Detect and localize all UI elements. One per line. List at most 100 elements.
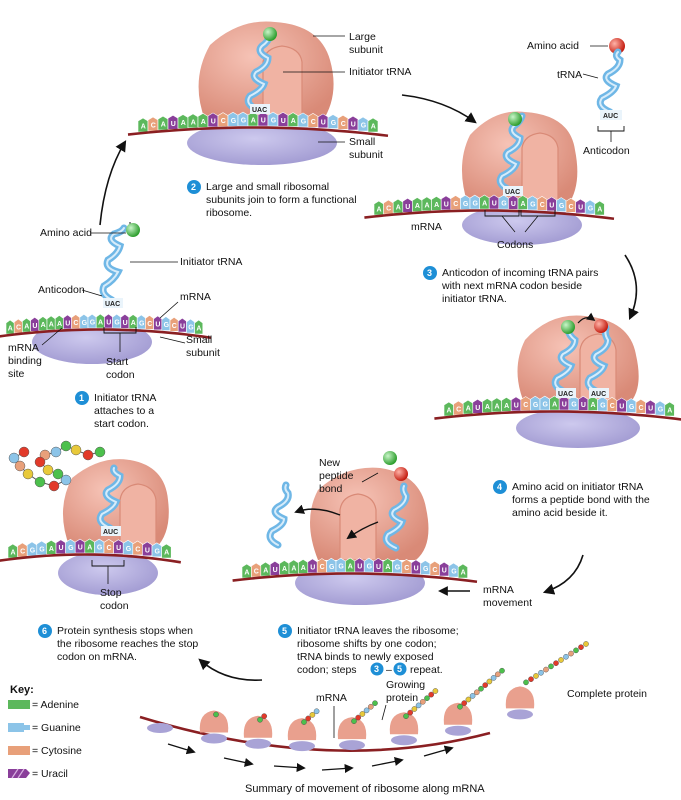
summary-small-subunit <box>391 735 417 746</box>
nucleotide-letter: A <box>291 565 296 572</box>
nucleotide-base <box>664 401 675 417</box>
nucleotide-base <box>103 538 114 554</box>
nucleotide-letter: U <box>475 405 480 412</box>
nucleotide-letter: A <box>49 546 54 553</box>
nucleotide-letter: G <box>139 320 145 327</box>
step4-badge: 4 <box>493 480 507 494</box>
nucleotide-letter: A <box>434 202 439 209</box>
amino-acid-sphere <box>563 653 569 660</box>
amino-acid-sphere <box>94 446 106 458</box>
nucleotide-base <box>151 542 162 558</box>
amino-acid-sphere <box>48 480 60 492</box>
arrow-step1-to-step2 <box>99 140 127 226</box>
nucleotide-base <box>104 313 113 329</box>
summary-large-subunit <box>199 710 229 733</box>
mrna-backbone <box>232 572 478 584</box>
summary-arrow <box>423 745 454 757</box>
amino-acid-sphere <box>14 460 26 472</box>
nucleotide-letter: C <box>135 546 140 553</box>
nucleotide-letter: C <box>453 201 458 208</box>
nucleotide-letter: C <box>151 123 156 130</box>
svg-text:5: 5 <box>282 626 287 636</box>
nucleotide-base <box>169 316 179 332</box>
nucleotide-letter: U <box>442 568 447 575</box>
initiator-trna: UAC <box>99 224 128 308</box>
nucleotide-letter: A <box>495 403 500 410</box>
nucleotide-letter: U <box>145 547 150 554</box>
nucleotide-base <box>448 562 459 578</box>
summary-small-subunit <box>289 741 315 752</box>
nucleotide-letter: C <box>569 204 574 211</box>
amino-acid-sphere <box>553 660 559 666</box>
nucleotide-letter: A <box>504 403 509 410</box>
summary-large-subunit <box>287 718 317 741</box>
amino-acid-sphere <box>419 698 426 705</box>
nucleotide-letter: A <box>141 124 146 131</box>
nucleotide-letter: G <box>30 547 36 554</box>
summary-mrna-strand <box>139 715 491 752</box>
nucleotide-letter: A <box>282 566 287 573</box>
text-line: Stop <box>100 587 122 599</box>
nucleotide-letter: A <box>385 564 390 571</box>
nucleotide-base <box>626 398 637 413</box>
nucleotide-base <box>539 395 550 411</box>
text-line: forms a peptide bond with the <box>512 494 650 506</box>
text-line: start codon. <box>94 418 149 430</box>
nucleotide-base <box>363 557 374 573</box>
nucleotide-base <box>556 197 567 212</box>
nucleotide-letter: A <box>377 207 382 214</box>
amino-acid-sphere <box>494 671 501 678</box>
amino-acid-sphere <box>257 716 263 723</box>
nucleotide-letter: A <box>131 320 136 327</box>
nucleotide-base <box>354 557 365 573</box>
nucleotide-letter: A <box>181 120 186 127</box>
nucleotide-letter: G <box>155 548 161 555</box>
amino-acid-sphere <box>415 702 422 709</box>
small-subunit <box>516 408 640 448</box>
nucleotide-letter: A <box>161 122 166 129</box>
nucleotide-letter: G <box>301 118 307 125</box>
nucleotide-letter: U <box>116 545 121 552</box>
summary-arrow <box>321 763 354 774</box>
text-line: codon <box>100 600 129 612</box>
label-initiator-trna: Initiator tRNA <box>349 66 411 78</box>
nucleotide-base <box>392 558 403 574</box>
nucleotide-letter: G <box>501 201 507 208</box>
nucleotide-base <box>153 315 163 331</box>
nucleotide-letter: A <box>11 550 16 557</box>
nucleotide-letter: G <box>329 564 335 571</box>
nucleotide-letter: U <box>180 324 185 331</box>
amino-acid-sphere <box>367 703 374 710</box>
trna-inset: Amino acid AUC tRNA Anticodon <box>527 38 630 157</box>
trna-leave-arrow <box>294 504 341 516</box>
nucleotide-letter: U <box>581 402 586 409</box>
nucleotide-base <box>326 557 337 573</box>
text-line: subunit <box>349 44 383 56</box>
nucleotide-letter: C <box>540 202 545 209</box>
nucleotide-base <box>530 395 541 411</box>
text-line: subunit <box>186 347 220 359</box>
amino-acid-sphere <box>355 714 362 721</box>
nucleotide-base <box>584 199 596 215</box>
step5-caption-line-2: ribosome shifts by one codon; <box>297 638 437 650</box>
amino-acid-sphere <box>583 641 589 647</box>
amino-acid-sphere <box>363 707 370 714</box>
nucleotide-letter: U <box>549 202 554 209</box>
nucleotide-letter: G <box>188 325 194 332</box>
nucleotide-letter: A <box>466 406 471 413</box>
nucleotide-letter: C <box>311 119 316 126</box>
nucleotide-letter: U <box>123 320 128 327</box>
step5-caption-line-4-post: repeat. <box>410 664 443 676</box>
summary-arrow <box>167 743 196 755</box>
step5-ref-badge-b: 5 <box>397 664 402 674</box>
label-amino-acid: Amino acid <box>527 40 579 52</box>
nucleotide-base <box>74 538 86 554</box>
amino-acid-sphere <box>528 676 534 682</box>
